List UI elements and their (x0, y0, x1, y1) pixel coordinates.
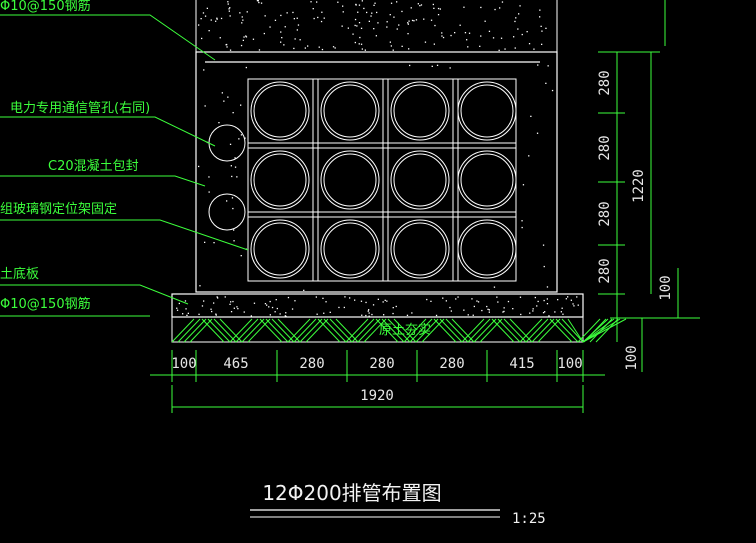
soil-label: 原土夯实 (379, 323, 431, 338)
comm-holes (208, 124, 246, 231)
dim-right-3: 280 (597, 258, 613, 283)
pipe (253, 222, 307, 276)
comm-hole (208, 124, 246, 162)
label-comm-hole: 电力专用通信管孔(右同) (10, 101, 150, 116)
dim-bottom-4: 280 (439, 356, 464, 372)
pipe (393, 153, 447, 207)
dim-bottom-1: 465 (223, 356, 248, 372)
pipe (253, 153, 307, 207)
upper-fill-dots (198, 0, 547, 51)
dim-right-2: 280 (597, 201, 613, 226)
pipe (250, 150, 310, 210)
dim-bottom-0: 100 (171, 356, 196, 372)
pipe (457, 219, 517, 279)
pipe (460, 153, 514, 207)
pipe (323, 153, 377, 207)
drawing-scale: 1:25 (512, 511, 546, 527)
dim-base-1: 100 (624, 345, 640, 370)
pipe (320, 81, 380, 141)
dim-text-bottom: 100 465 280 280 280 415 100 1920 (171, 356, 582, 404)
dim-chain-bottom (150, 350, 605, 413)
soil-layer: 原土夯实 (171, 316, 627, 343)
concrete-aggregate (198, 64, 554, 291)
pipe (250, 81, 310, 141)
pipe (457, 81, 517, 141)
pipe-frame (247, 78, 517, 282)
label-rebar-bottom: Φ10@150钢筋 (0, 296, 91, 312)
pipe (320, 150, 380, 210)
pipe (460, 222, 514, 276)
pipe (393, 84, 447, 138)
pipe (460, 84, 514, 138)
pipe (393, 222, 447, 276)
pipe (390, 150, 450, 210)
dim-bottom-6: 100 (557, 356, 582, 372)
dim-bottom-5: 415 (509, 356, 534, 372)
upper-fill (195, 0, 558, 52)
dim-bottom-3: 280 (369, 356, 394, 372)
pipe (323, 222, 377, 276)
base-aggregate (176, 296, 579, 318)
dim-base-0: 100 (658, 275, 674, 300)
pipe (323, 84, 377, 138)
label-concrete-wrap: C20混凝土包封 (48, 158, 139, 174)
concrete-block (195, 51, 558, 293)
pipe (320, 219, 380, 279)
dim-total: 1920 (360, 388, 394, 404)
pipe (457, 150, 517, 210)
comm-hole (208, 193, 246, 231)
dim-bottom-2: 280 (299, 356, 324, 372)
leaders (0, 14, 249, 317)
label-rebar-top: Φ10@150钢筋 (0, 0, 91, 14)
base-slab (171, 293, 584, 318)
pipe (390, 219, 450, 279)
drawing-title: 12Φ200排管布置图 (262, 481, 441, 505)
dim-right-0: 280 (597, 70, 613, 95)
pipe-array (250, 81, 517, 279)
pipe (253, 84, 307, 138)
dim-text-right: 280 280 280 280 1220 100 100 (597, 70, 674, 370)
pipe (390, 81, 450, 141)
pipe (250, 219, 310, 279)
dim-chain-right (598, 0, 700, 372)
dim-right-total: 1220 (631, 169, 647, 203)
dim-right-1: 280 (597, 135, 613, 160)
label-frame: 组玻璃钢定位架固定 (0, 202, 117, 217)
label-base-plate: 土底板 (0, 266, 39, 282)
